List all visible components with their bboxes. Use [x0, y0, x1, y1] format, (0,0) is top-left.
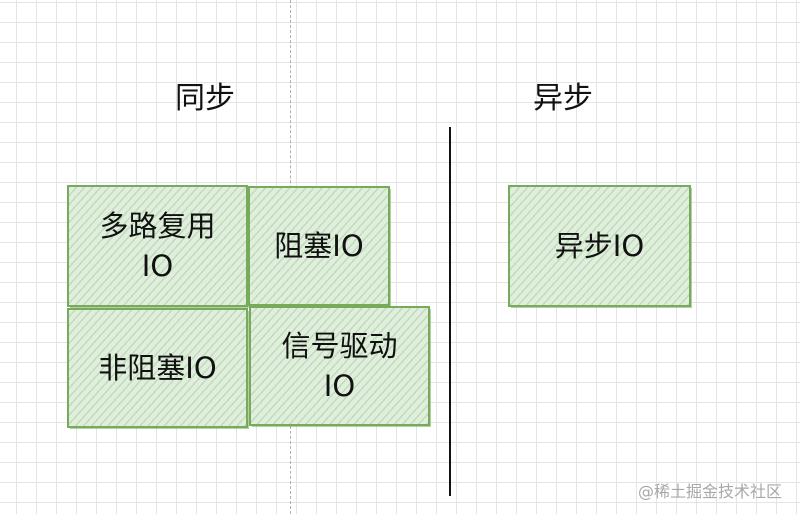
- multiplexing-io-label-line2: IO: [141, 249, 174, 283]
- signal-driven-io-box: 信号驱动 IO: [249, 306, 430, 426]
- async-io-box: 异步IO: [508, 185, 691, 307]
- multiplexing-io-label-line1: 多路复用: [99, 209, 216, 243]
- nonblocking-io-box: 非阻塞IO: [67, 308, 248, 428]
- signal-driven-io-label-line2: IO: [323, 369, 356, 403]
- async-heading: 异步: [533, 81, 593, 116]
- blocking-io-box: 阻塞IO: [248, 186, 390, 306]
- sync-heading: 同步: [175, 81, 235, 116]
- watermark: @稀土掘金技术社区: [637, 482, 782, 501]
- nonblocking-io-label: 非阻塞IO: [98, 351, 217, 385]
- multiplexing-io-box: 多路复用 IO: [67, 185, 248, 307]
- signal-driven-io-label-line1: 信号驱动: [281, 329, 398, 363]
- blocking-io-label: 阻塞IO: [274, 229, 364, 263]
- sync-async-divider: [449, 127, 451, 496]
- async-io-label: 异步IO: [554, 229, 645, 263]
